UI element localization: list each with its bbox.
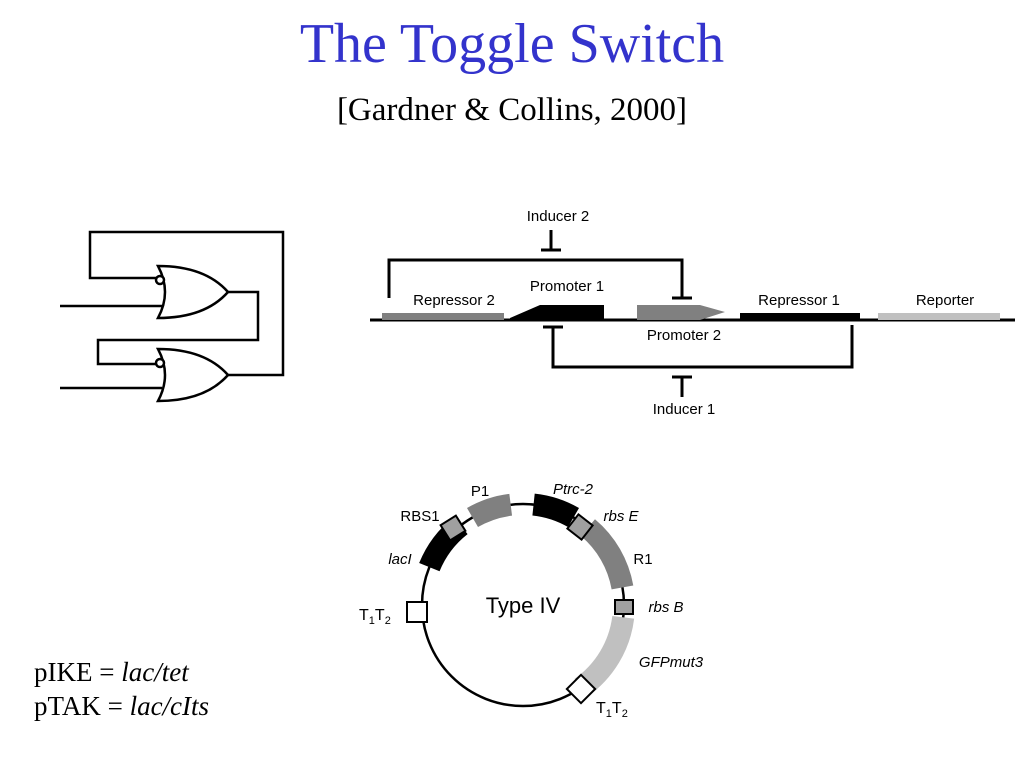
slide-title: The Toggle Switch <box>299 13 725 75</box>
feedback-wire-top <box>88 230 285 377</box>
slide-subtitle: [Gardner & Collins, 2000] <box>336 92 688 128</box>
repression-line-2 <box>387 258 684 298</box>
repressor1-gene <box>740 313 860 320</box>
terminator-right-box <box>565 673 597 705</box>
repression-line-1 <box>551 325 854 369</box>
plasmid-notes: pIKE = lac/tet pTAK = lac/cIts <box>34 655 209 723</box>
repressor2-gene <box>382 313 504 320</box>
genetic-circuit: Inducer 2 Promoter 1 Repressor 2 Repress… <box>370 208 1015 418</box>
repressor2-label: Repressor 2 <box>413 292 495 309</box>
repressor1-label: Repressor 1 <box>758 292 840 309</box>
rbs1-box <box>439 514 467 542</box>
promoter2-arrow <box>637 305 725 320</box>
reporter-gene <box>878 313 1000 320</box>
rbsB-box <box>614 599 634 615</box>
p1-segment <box>467 493 513 528</box>
rbs1-label: RBS1 <box>400 508 439 525</box>
inducer1-label: Inducer 1 <box>653 401 716 418</box>
ptrc2-label: Ptrc-2 <box>553 481 594 498</box>
r1-segment <box>580 519 634 590</box>
feedback-wire-bottom <box>96 290 260 366</box>
rbsE-box <box>565 512 595 542</box>
p1-label: P1 <box>471 483 489 500</box>
terminator-left-box <box>406 601 428 623</box>
rbsB-label: rbs B <box>648 599 683 616</box>
inducer2-label: Inducer 2 <box>527 208 590 225</box>
terminator-left-label: T1T2 <box>359 607 391 627</box>
note-pike: pIKE = lac/tet <box>34 657 189 687</box>
terminator-right-label: T1T2 <box>596 700 628 720</box>
promoter1-label: Promoter 1 <box>530 278 604 295</box>
nor-latch <box>60 230 285 403</box>
reporter-label: Reporter <box>916 292 974 309</box>
rbsE-label: rbs E <box>603 508 639 525</box>
nor-gate-top <box>155 264 230 320</box>
plasmid-center-label: Type IV <box>486 593 561 618</box>
nor-gate-bottom <box>155 347 230 403</box>
inverter-bubble-bottom <box>154 357 166 369</box>
gfp-label: GFPmut3 <box>639 654 704 671</box>
inverter-bubble-top <box>154 274 166 286</box>
promoter1-arrow <box>510 305 604 320</box>
promoter2-label: Promoter 2 <box>647 327 721 344</box>
laci-label: lacI <box>388 551 411 568</box>
gfp-segment <box>574 615 635 697</box>
plasmid-map: Type IV P1 Ptrc-2 RBS1 rbs E lacI R1 rbs… <box>359 481 704 720</box>
r1-label: R1 <box>633 551 652 568</box>
ptrc2-segment <box>532 493 579 528</box>
note-ptak: pTAK = lac/cIts <box>34 691 210 721</box>
